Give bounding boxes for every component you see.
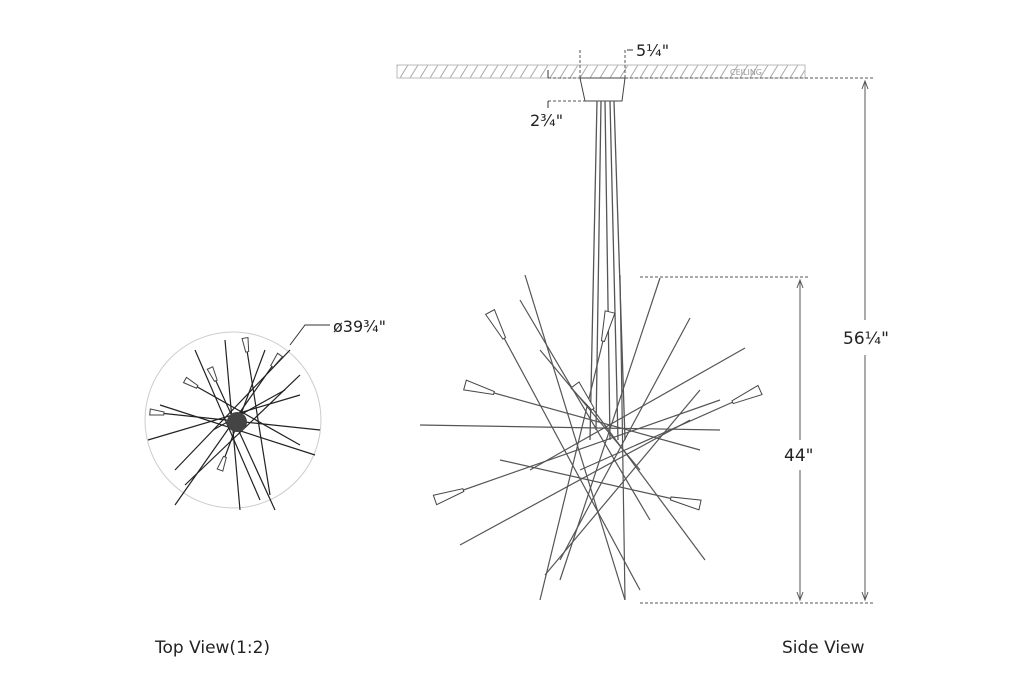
chandelier-arm [539,349,641,471]
lamp-shade [669,496,702,511]
top-view-arm [212,389,286,431]
suspension-rod [609,100,619,441]
chandelier-arm [499,459,701,506]
suspension-rod [613,100,626,441]
chandelier-arm [539,311,611,601]
chandelier-arm [464,384,701,451]
lamp-shade [206,366,218,382]
lamp-shade [216,455,227,472]
top-view-arm [174,349,291,471]
canopy [547,49,633,108]
chandelier-arm [529,347,746,471]
chandelier-arm [419,424,721,431]
lamp-shade [182,376,199,389]
suspension-rod [604,100,611,441]
chandelier-arm [434,399,721,501]
top-view-arm [209,367,276,511]
canopy-width-label: 5¼" [636,41,669,60]
top-view-caption: Top View(1:2) [154,638,270,658]
top-view-arm [219,349,266,471]
chandelier-arm [559,317,691,561]
ceiling: CEILING [396,64,806,79]
lamp-shade [241,336,250,353]
diameter-label: ø39¾" [333,317,386,336]
lamp-shade [600,310,616,343]
chandelier-arm [619,274,626,601]
lamp-shade [484,308,507,340]
side-view-caption: Side View [782,638,865,658]
lamp-shade [432,488,465,506]
body-height-label: 44" [784,446,813,466]
suspension-rod [589,100,598,441]
dimension-lines [625,77,875,604]
suspension-rod [595,100,602,431]
chandelier-arm [544,389,701,576]
top-view-arm [174,354,281,506]
chandelier-arm [559,277,661,581]
overall-height-label: 56¼" [843,329,889,349]
side-view-fixture [419,100,763,601]
top-view-arm [244,337,271,496]
top-view-fixture [144,324,330,511]
lamp-shade [570,381,595,411]
chandelier-arm [459,419,691,546]
chandelier-arm [524,274,626,601]
top-view-arm [184,379,301,446]
ceiling-label: CEILING [730,68,762,77]
chandelier-arm [574,384,706,561]
chandelier-arm [519,299,651,521]
canopy-height-label: 2¾" [530,111,563,130]
lamp-shade [149,408,165,416]
chandelier-arm [489,311,641,591]
lamp-shade [731,384,763,405]
chandelier-arm [579,389,761,471]
lamp-shade [463,379,495,396]
